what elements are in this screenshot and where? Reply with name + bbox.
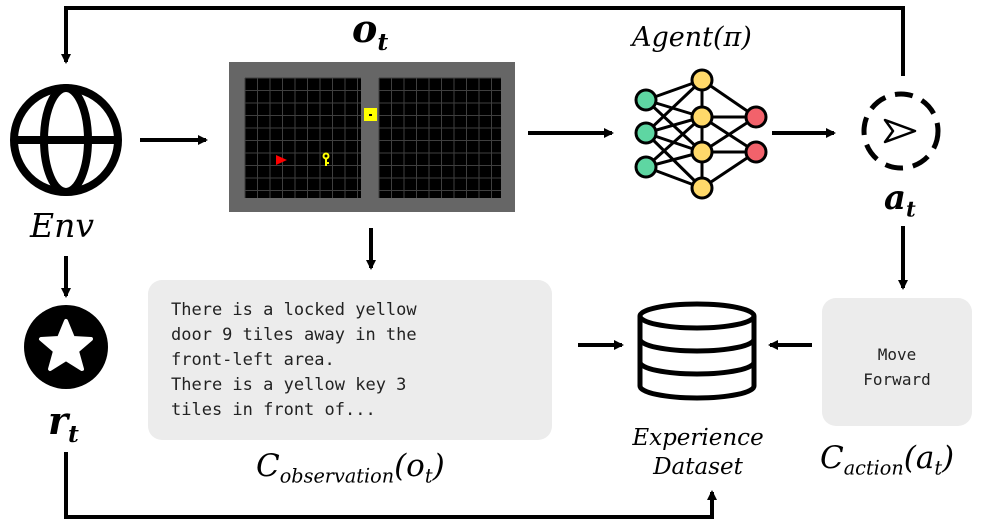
- feedback-arrow-top: [61, 6, 905, 76]
- navigation-arrow-icon: [861, 91, 941, 171]
- star-badge-icon: [24, 305, 108, 389]
- env-label: Env: [30, 206, 94, 245]
- action-label: at: [884, 178, 916, 222]
- reward-to-dataset-arrow: [64, 452, 717, 519]
- globe-icon: [10, 84, 122, 196]
- observation-caption-text: There is a locked yellow door 9 tiles aw…: [171, 300, 417, 420]
- action-captioner-label: Caction(at): [820, 440, 955, 480]
- agent-label: Agent(π): [632, 22, 752, 53]
- action-caption-box: [822, 298, 972, 426]
- observation-caption-box: [148, 280, 552, 440]
- reward-label: rt: [48, 398, 79, 449]
- agent-marker: [276, 155, 287, 165]
- database-icon: [637, 301, 757, 401]
- neural-network-icon: [634, 68, 768, 200]
- observation-captioner-label: Cobservation(ot): [256, 448, 445, 488]
- dataset-label: Experience Dataset: [632, 425, 764, 480]
- yellow-key: [322, 152, 330, 166]
- observation-label: ot: [352, 6, 389, 57]
- action-caption-text: Move Forward: [863, 345, 931, 389]
- gridworld-observation: [229, 62, 515, 212]
